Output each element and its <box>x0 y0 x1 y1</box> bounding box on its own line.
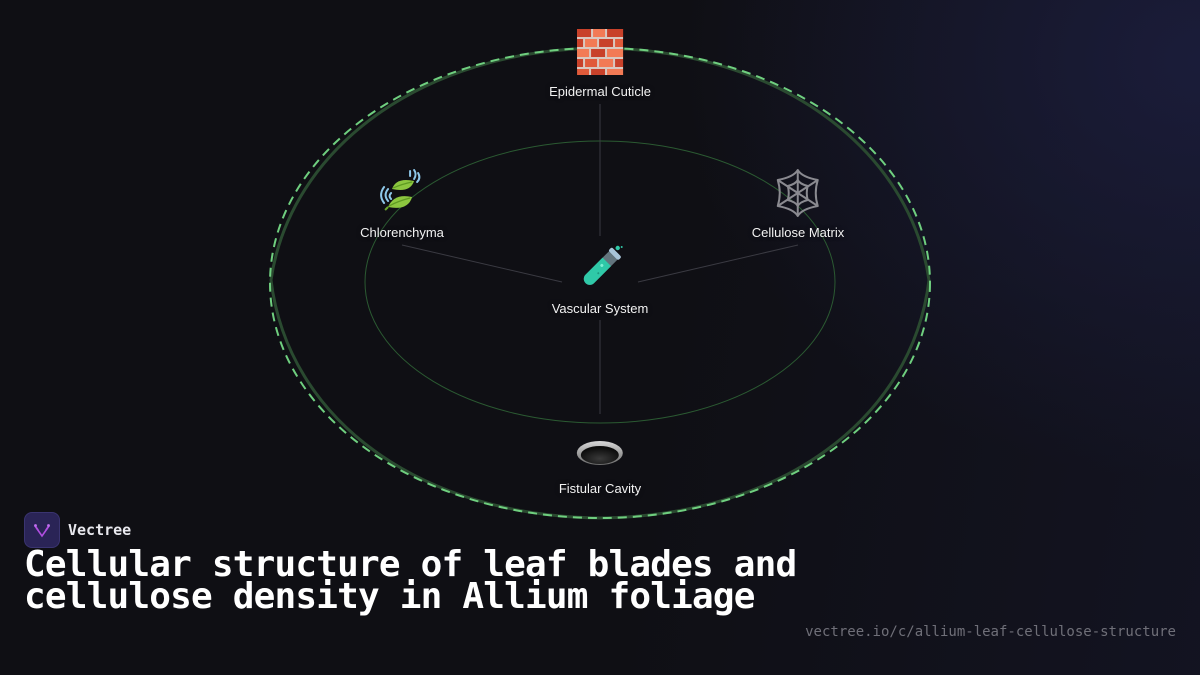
page-title: Cellular structure of leaf blades and ce… <box>24 544 797 617</box>
node-label: Chlorenchyma <box>360 225 444 240</box>
test-tube-icon <box>584 245 623 285</box>
brand: Vectree <box>24 512 131 548</box>
node-chlorenchyma[interactable]: Chlorenchyma <box>360 167 444 240</box>
node-fistular-cavity[interactable]: Fistular Cavity <box>559 423 641 496</box>
connector-right <box>637 244 799 283</box>
brick-icon <box>577 29 623 75</box>
node-label: Epidermal Cuticle <box>549 84 651 99</box>
vectree-logo-icon <box>24 512 60 548</box>
brand-name: Vectree <box>68 521 132 539</box>
node-vascular-system[interactable]: Vascular System <box>551 243 649 316</box>
hole-icon <box>576 441 623 465</box>
node-label: Cellulose Matrix <box>751 225 845 240</box>
node-cellulose-matrix[interactable]: Cellulose Matrix <box>752 167 844 240</box>
node-label: Fistular Cavity <box>558 481 642 496</box>
outer-solid-ring <box>269 46 931 520</box>
node-label: Vascular System <box>551 301 649 316</box>
spider-web-icon <box>776 169 819 217</box>
leaf-fluttering-icon <box>379 169 421 211</box>
connector-left <box>401 244 563 283</box>
source-url[interactable]: vectree.io/c/allium-leaf-cellulose-struc… <box>805 624 1176 640</box>
node-epidermal-cuticle[interactable]: Epidermal Cuticle <box>549 26 651 99</box>
